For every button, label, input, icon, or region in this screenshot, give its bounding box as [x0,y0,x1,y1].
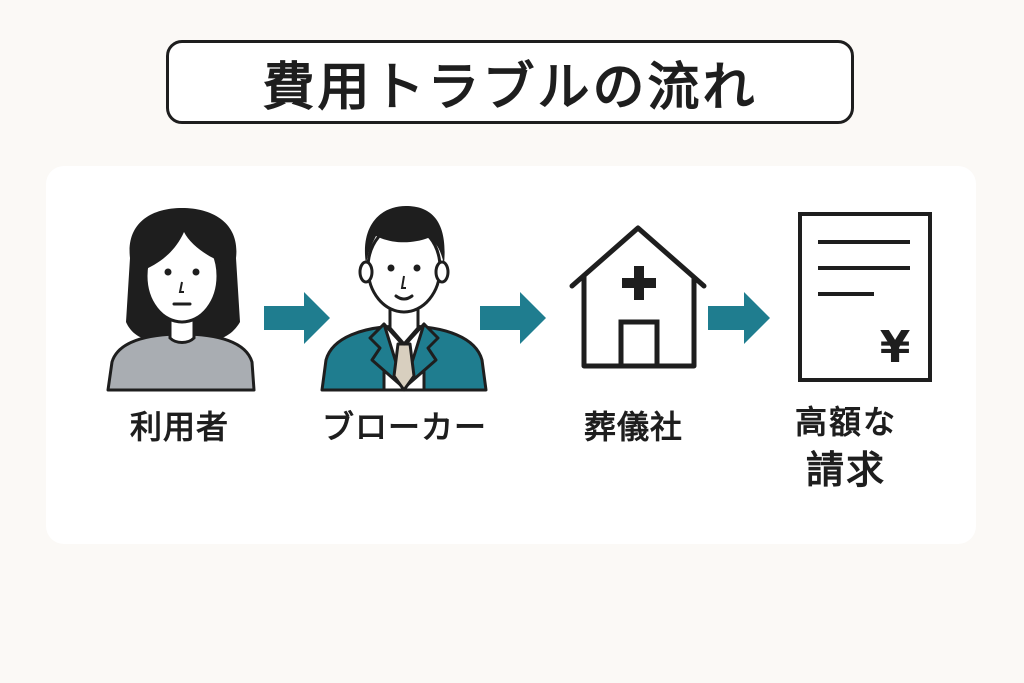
step-label-invoice-line2: 請求 [805,448,886,492]
step-label-funeral-home: 葬儀社 [584,408,684,446]
yen-symbol: ¥ [880,322,911,373]
step-label-user: 利用者 [130,408,230,446]
flow-arrow-3 [708,292,770,344]
flow-arrow-1 [264,292,330,344]
funeral-home-icon [569,225,707,369]
businessman-icon [320,206,488,392]
title-box: 費用トラブルの流れ [166,40,854,124]
invoice-yen-icon: ¥ [798,212,932,382]
step-label-broker: ブローカー [322,408,488,446]
flow-arrow-2 [480,292,546,344]
woman-icon [106,208,256,392]
step-label-invoice-line1: 高額な [794,403,897,441]
diagram-title: 費用トラブルの流れ [262,57,758,118]
step-label-invoice: 高額な 請求 [786,398,906,494]
